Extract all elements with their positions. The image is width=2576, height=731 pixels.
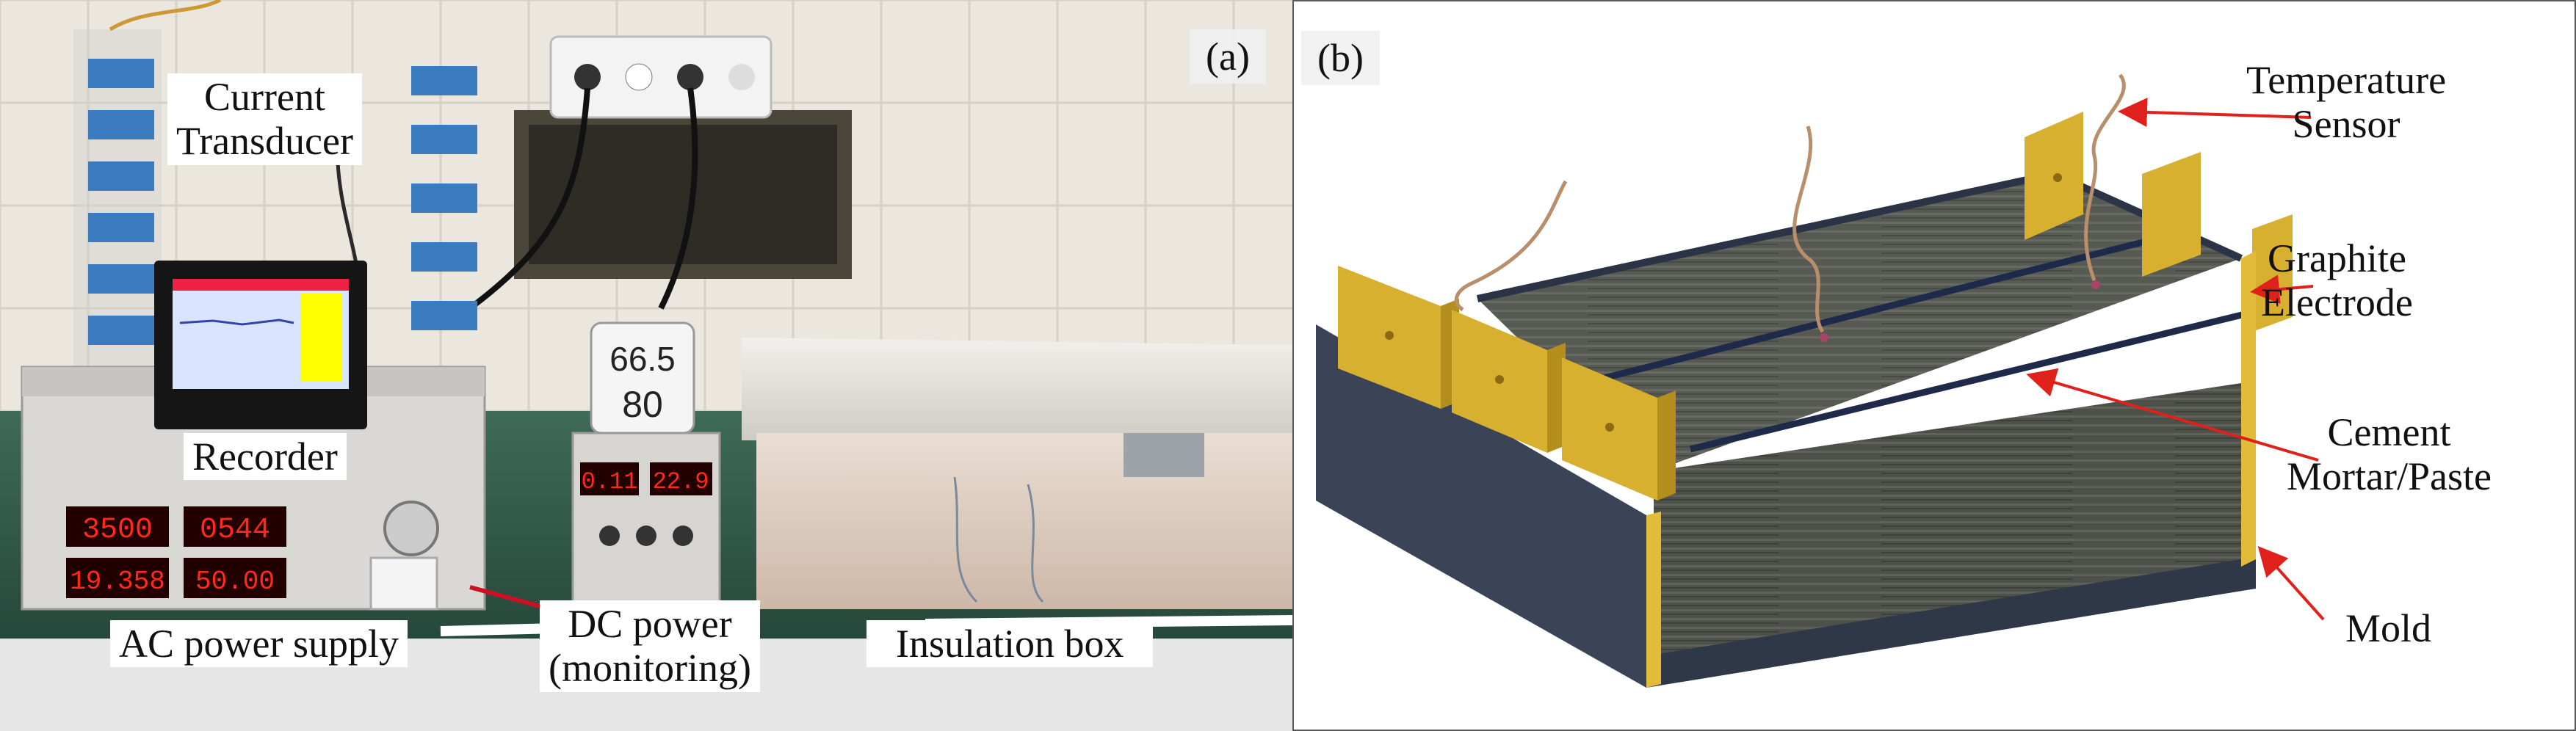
dc-readout-right: 22.9	[653, 468, 709, 495]
label-cement: Cement Mortar/Paste	[2278, 409, 2500, 501]
panel-b-schematic: (b) Temperature Sensor Graphite Electrod…	[1292, 0, 2576, 731]
panel-b-tag: (b)	[1301, 31, 1380, 85]
label-temperature-sensor: Temperature Sensor	[2237, 57, 2455, 148]
graphite-electrodes-left	[1338, 266, 1676, 501]
mold-left-side	[1316, 324, 1646, 688]
label-graphite-electrode-line2: Electrode	[2261, 280, 2413, 325]
specimen-schematic	[1316, 73, 2325, 688]
label-current-transducer-line2: Transducer	[176, 119, 353, 164]
hygrometer: 66.5 80	[590, 321, 695, 434]
dc-power-unit: 0.11 22.9	[571, 432, 721, 603]
ac-power-supply-unit: 3500 0544 19.358 50.00	[21, 366, 486, 611]
ac-readout-top-left: 3500	[82, 514, 153, 547]
label-temperature-sensor-line1: Temperature	[2246, 58, 2447, 102]
label-current-transducer: Current Transducer	[167, 73, 362, 165]
label-current-transducer-line1: Current	[204, 75, 325, 119]
label-recorder: Recorder	[184, 433, 347, 481]
label-dc-power-line1: DC power	[568, 602, 732, 646]
dc-readout-left: 0.11	[582, 468, 638, 495]
ac-readout-bottom-left: 19.358	[70, 567, 165, 597]
ac-readout-top-right: 0544	[200, 514, 270, 547]
divider-1	[1582, 234, 2162, 387]
label-mold: Mold	[2345, 606, 2432, 650]
graphite-electrodes-right	[2025, 112, 2293, 567]
ac-readout-bottom-right: 50.00	[195, 567, 275, 597]
annotation-arrows	[2026, 98, 2325, 621]
label-dc-power: DC power (monitoring)	[540, 600, 760, 692]
label-graphite-electrode-line1: Graphite	[2267, 236, 2406, 280]
recorder-unit	[154, 261, 367, 429]
label-temperature-sensor-line2: Sensor	[2292, 102, 2400, 147]
hygro-top: 66.5	[609, 340, 676, 378]
power-strip	[549, 35, 773, 119]
panel-a-photo: 3500 0544 19.358 50.00 66.5	[0, 0, 1292, 731]
label-ac-power-supply: AC power supply	[110, 620, 408, 668]
insulation-box-unit	[742, 338, 1292, 609]
divider-2	[1689, 306, 2265, 453]
label-cement-line1: Cement	[2327, 410, 2451, 454]
label-insulation-box: Insulation box	[866, 620, 1154, 668]
label-graphite-electrode: Graphite Electrode	[2252, 235, 2422, 327]
label-dc-power-line2: (monitoring)	[549, 646, 751, 691]
hygro-bottom: 80	[622, 384, 663, 425]
current-transducer-rack	[73, 0, 477, 411]
label-cement-line2: Mortar/Paste	[2287, 454, 2492, 499]
panel-a-tag: (a)	[1190, 29, 1266, 84]
specimen-front-face	[1654, 383, 2241, 655]
